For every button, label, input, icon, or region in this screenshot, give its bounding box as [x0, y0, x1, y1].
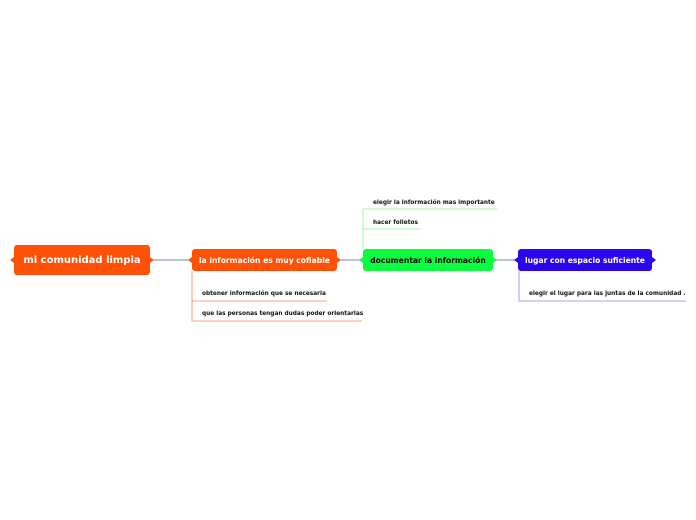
n3-left-notch	[514, 257, 518, 263]
subtopic-elegir-lugar[interactable]: elegir el lugar para las juntas de la co…	[529, 291, 686, 297]
branch-elegir-informacion	[362, 208, 497, 249]
n3-right-notch	[652, 257, 656, 263]
branch-obtener-informacion	[191, 271, 362, 322]
subtopic-hacer-folletos[interactable]: hacer folletos	[373, 220, 418, 226]
branch-elegir-lugar	[518, 271, 686, 302]
n2-right-notch	[493, 257, 497, 263]
central-topic[interactable]: mi comunidad limpia	[14, 245, 150, 275]
root-left-notch	[10, 257, 14, 263]
topic-documentar-informacion[interactable]: documentar la información	[363, 249, 493, 271]
topic-lugar-espacio[interactable]: lugar con espacio suficiente	[518, 249, 652, 271]
topic-informacion-confiable[interactable]: la información es muy cofiable	[192, 249, 337, 271]
root-right-notch	[150, 257, 154, 263]
n2-left-notch	[359, 257, 363, 263]
n1-right-notch	[337, 257, 341, 263]
subtopic-obtener-informacion[interactable]: obtener información que se necesaria	[202, 291, 326, 297]
subtopic-elegir-informacion[interactable]: elegir la información mas importante	[373, 200, 495, 206]
n1-left-notch	[188, 257, 192, 263]
subtopic-orientar-personas[interactable]: que las personas tengan dudas poder orie…	[202, 311, 364, 317]
